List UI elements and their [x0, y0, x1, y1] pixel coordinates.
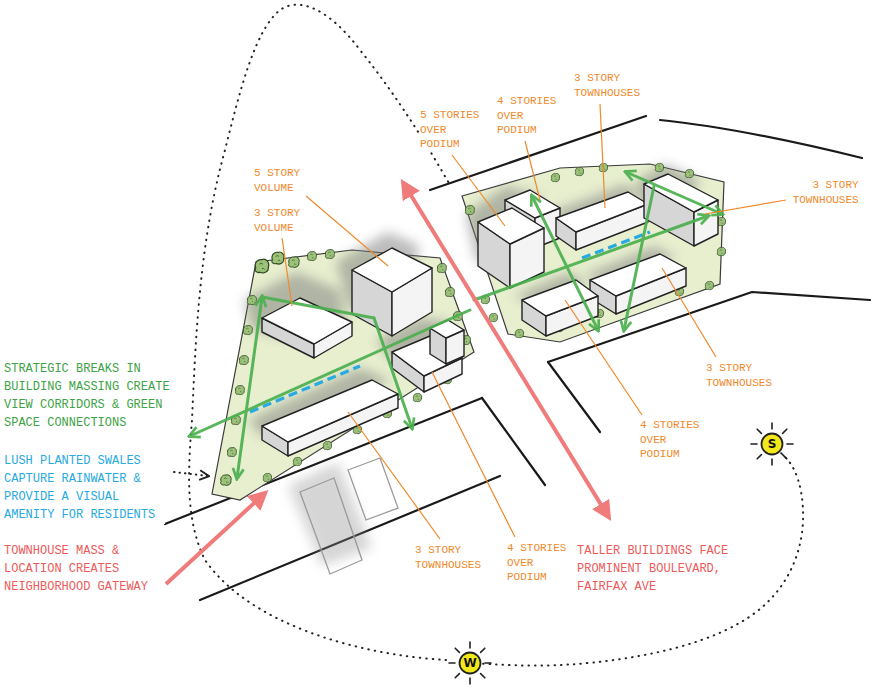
existing-building [300, 478, 362, 574]
road-edge [660, 120, 862, 158]
leader-line [600, 104, 605, 208]
tree [551, 173, 559, 181]
building-label: 4 STORIES OVER PODIUM [507, 541, 576, 585]
tree [465, 206, 474, 215]
tree [239, 356, 248, 365]
leader-line [662, 268, 716, 357]
tree [413, 393, 421, 401]
tree [227, 448, 236, 457]
tree [243, 326, 252, 335]
buildings [262, 174, 718, 456]
design-note: TOWNHOUSE MASS & LOCATION CREATES NEIGHB… [4, 542, 158, 596]
building-label: 5 STORY VOLUME [254, 166, 309, 195]
tree [445, 288, 454, 297]
tree [717, 247, 725, 255]
tree [515, 329, 523, 337]
tree [263, 473, 271, 481]
building-label: 4 STORIES OVER PODIUM [497, 94, 566, 138]
leader-line [282, 238, 292, 306]
building-roof [478, 208, 544, 244]
building-mass [262, 380, 398, 456]
tree [289, 257, 300, 268]
swale-pointer [174, 472, 208, 476]
design-note: TALLER BUILDINGS FACE PROMINENT BOULEVAR… [577, 542, 738, 596]
tree [655, 163, 663, 171]
sun-disc [762, 434, 783, 455]
view-corridor-arrow [626, 172, 722, 214]
tree [235, 386, 244, 395]
site-ground [212, 250, 474, 500]
view-corridor-arrow [190, 310, 470, 436]
tree [247, 296, 256, 305]
view-corridor-arrow [474, 216, 708, 300]
tree [437, 264, 446, 273]
sun-letter: W [463, 656, 476, 670]
leader-line [452, 155, 505, 226]
site-ground [462, 164, 724, 342]
tree [489, 313, 497, 321]
building-label: 3 STORY TOWNHOUSES [706, 361, 775, 390]
building-roof [522, 280, 598, 316]
existing-building [348, 458, 398, 520]
building-roof [556, 192, 648, 232]
tree [272, 252, 284, 264]
road-edges [165, 116, 870, 600]
building-mass [352, 248, 432, 336]
leader-line [348, 412, 440, 539]
design-note: STRATEGIC BREAKS IN BUILDING MASSING CRE… [4, 360, 180, 432]
view-corridor-arrow [374, 318, 412, 428]
building-label: 3 STORY VOLUME [254, 206, 309, 235]
boulevard-arrow [404, 184, 608, 516]
tree [575, 167, 583, 175]
tree [325, 250, 334, 259]
building-mass [478, 208, 544, 288]
leader-line [525, 141, 540, 200]
design-note: LUSH PLANTED SWALES CAPTURE RAINWATER & … [4, 452, 165, 524]
sun-path [483, 453, 803, 665]
leader-line [565, 300, 642, 415]
tree [221, 475, 232, 486]
leader-line [306, 196, 388, 266]
trees [221, 163, 726, 485]
view-corridor-arrow [237, 297, 262, 478]
leader-line [705, 200, 786, 214]
tree [323, 441, 331, 449]
building-shadows [244, 164, 700, 436]
swale-line [250, 366, 360, 412]
road-edge [482, 398, 545, 485]
building-label: 3 STORY TOWNHOUSES [574, 71, 643, 100]
sun-marker: S [760, 432, 784, 456]
sun-letter: S [768, 437, 777, 451]
building-label: 4 STORIES OVER PODIUM [640, 418, 709, 462]
leader-line [432, 372, 515, 537]
sun-path [189, 5, 450, 660]
tree [307, 252, 316, 261]
leader-lines [282, 104, 786, 539]
sun-marker: W [458, 651, 482, 675]
tree [705, 281, 713, 289]
building-mass [262, 298, 352, 358]
view-corridor-arrow [532, 196, 598, 330]
tree [293, 457, 301, 465]
sun-disc [460, 653, 481, 674]
view-corridor-line [262, 297, 374, 318]
view-corridors [190, 172, 722, 478]
building-roof [430, 320, 464, 338]
view-corridor-arrow [624, 186, 654, 330]
sun-rays [449, 642, 491, 684]
building-label: 5 STORIES OVER PODIUM [420, 108, 489, 152]
tree [255, 259, 269, 273]
building-roof [352, 248, 432, 292]
gateway-arrow [166, 494, 264, 584]
building-label: 3 STORY TOWNHOUSES [790, 178, 859, 207]
building-label: 3 STORY TOWNHOUSES [415, 543, 484, 572]
road-edge [548, 362, 600, 432]
building-roof [262, 380, 398, 442]
tree [685, 169, 693, 177]
